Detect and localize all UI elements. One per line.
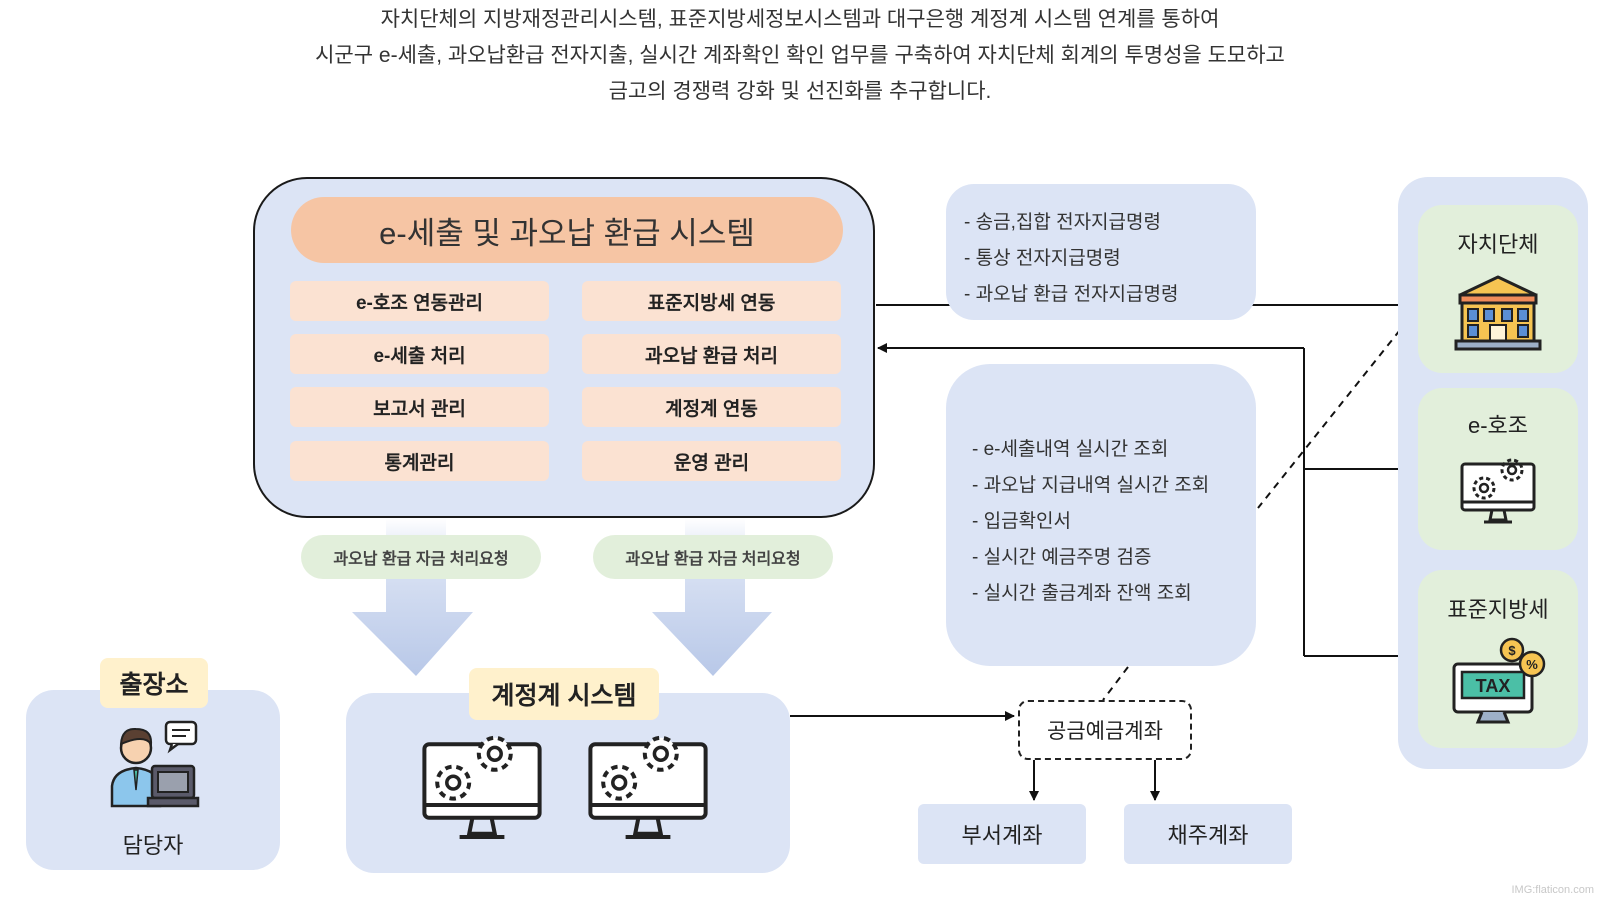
inquiry-item: - 과오납 지급내역 실시간 조회 [972,475,1210,496]
core-system-box [346,693,790,873]
standard-local-tax-label: 표준지방세 [1447,597,1549,622]
order-item: - 송금,집합 전자지급명령 [964,212,1161,233]
tax-monitor-icon: TAX $ % [1452,637,1546,724]
payment-orders-box [946,184,1256,320]
inquiry-item: - e-세출내역 실시간 조회 [972,439,1169,460]
local-government-card: 자치단체 [1418,205,1578,373]
func-e-expenditure: e-세출 처리 [290,334,549,374]
dashed-link-public [1102,666,1129,701]
func-core-link: 계정계 연동 [582,387,841,427]
computer-gears-icon [1460,458,1536,524]
core-system-tag: 계정계 시스템 [469,668,659,720]
staff-person-icon [110,720,200,808]
intro-line-1: 자치단체의 지방재정관리시스템, 표준지방세정보시스템과 대구은행 계정계 시스… [380,8,1220,31]
order-item: - 통상 전자지급명령 [964,248,1121,269]
inquiry-item: - 실시간 출금계좌 잔액 조회 [972,583,1192,604]
svg-text:TAX: TAX [1476,676,1511,696]
intro-line-3: 금고의 경쟁력 강화 및 선진화를 추구합니다. [608,80,992,103]
func-report-management: 보고서 관리 [290,387,549,427]
order-item: - 과오납 환급 전자지급명령 [964,284,1179,305]
dashed-link-inquiry [1257,319,1409,509]
public-deposit-account: 공금예금계좌 [1018,700,1192,760]
computer-gears-icon [588,735,708,839]
ehojo-label: e-호조 [1467,413,1529,438]
system-title: e-세출 및 과오납 환급 시스템 [291,197,843,263]
creditor-account: 채주계좌 [1124,804,1292,864]
intro-text: 자치단체의 지방재정관리시스템, 표준지방세정보시스템과 대구은행 계정계 시스… [0,2,1600,110]
government-building-icon [1454,275,1542,351]
svg-text:%: % [1526,657,1538,672]
func-standard-tax-link: 표준지방세 연동 [582,281,841,321]
refund-request-label-left: 과오납 환급 자금 처리요청 [301,535,541,579]
department-account: 부서계좌 [918,804,1086,864]
refund-request-label-right: 과오납 환급 자금 처리요청 [593,535,833,579]
intro-line-2: 시군구 e-세출, 과오납환급 전자지출, 실시간 계좌확인 확인 업무를 구축… [315,44,1285,67]
standard-local-tax-card: 표준지방세 TAX $ % [1418,570,1578,748]
computer-gears-icon [422,735,542,839]
func-ehojo-link: e-호조 연동관리 [290,281,549,321]
svg-text:$: $ [1508,643,1516,658]
branch-office-tag: 출장소 [100,658,208,708]
inquiry-item: - 실시간 예금주명 검증 [972,547,1152,568]
realtime-inquiry-box [946,364,1256,666]
image-credit: IMG:flaticon.com [1511,884,1594,896]
func-operations: 운영 관리 [582,441,841,481]
staff-label: 담당자 [122,833,184,858]
func-statistics: 통계관리 [290,441,549,481]
inquiry-item: - 입금확인서 [972,511,1072,532]
local-government-label: 자치단체 [1457,232,1539,257]
ehojo-card: e-호조 [1418,388,1578,550]
func-refund-processing: 과오납 환급 처리 [582,334,841,374]
